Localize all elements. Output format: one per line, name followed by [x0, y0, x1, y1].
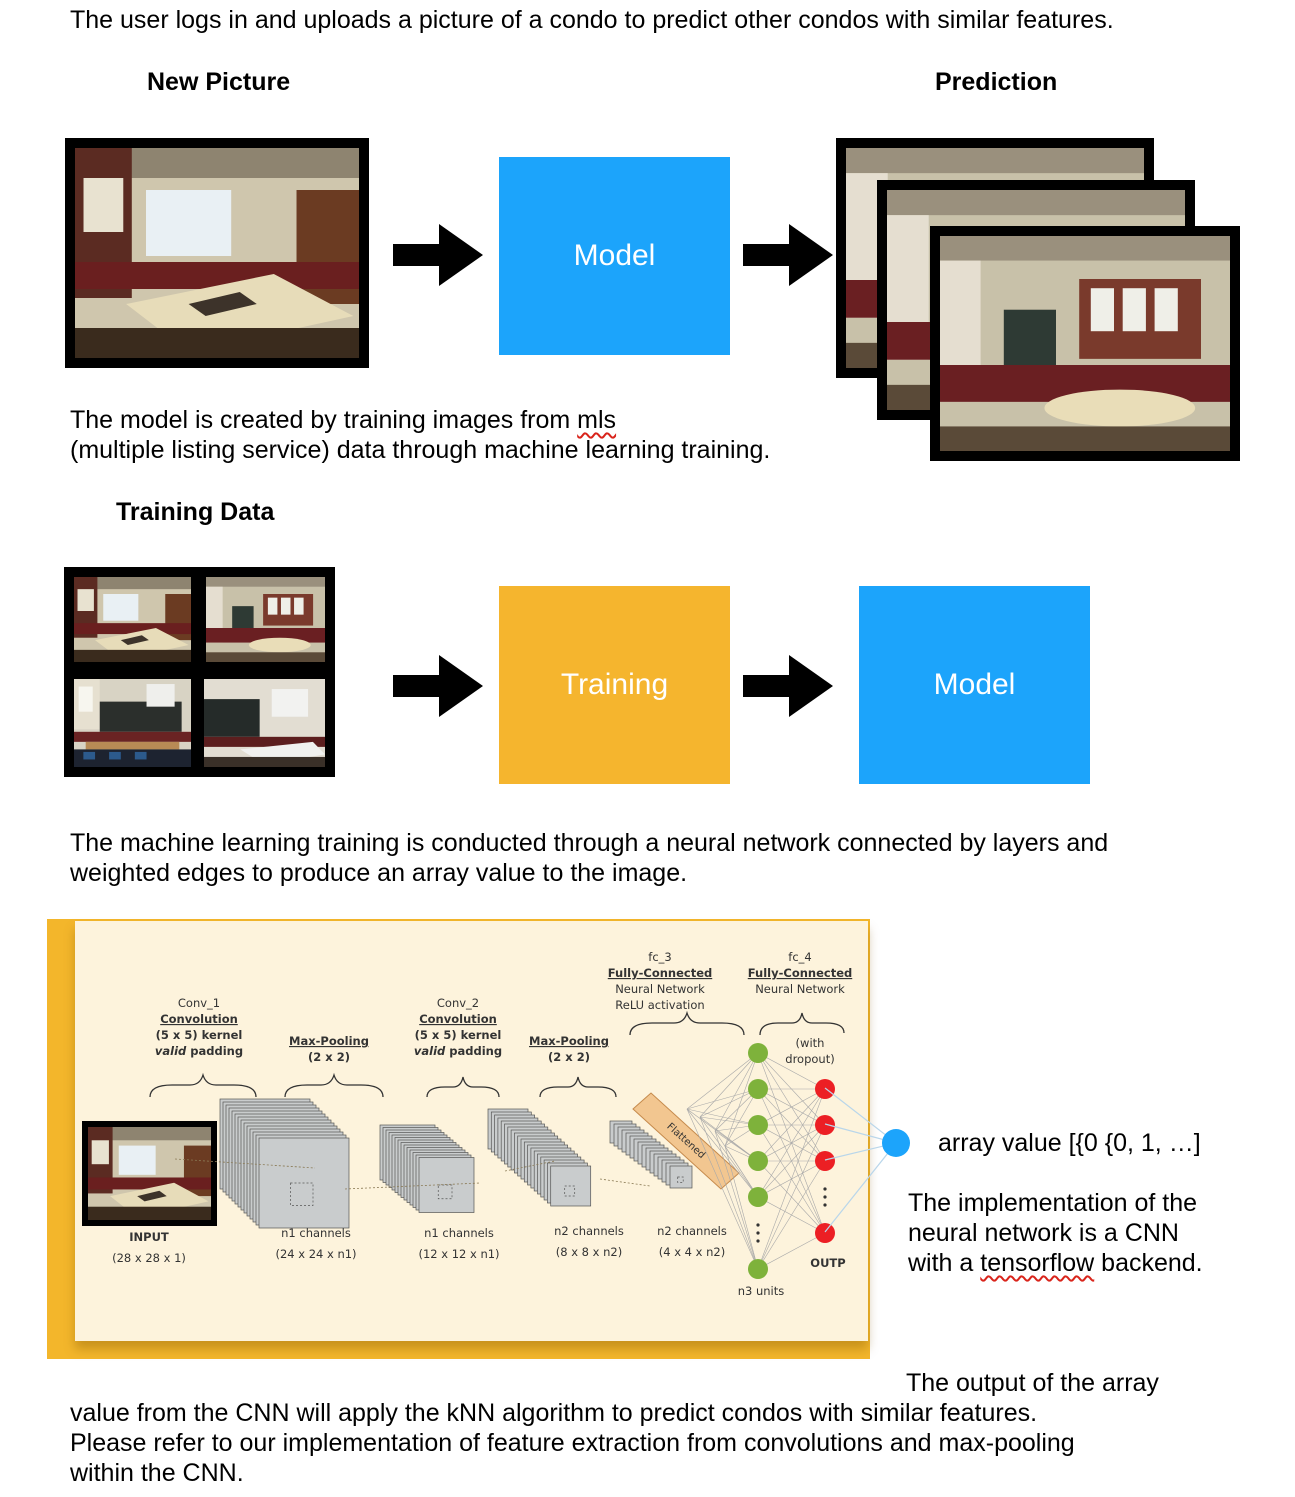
- fc3-sub: Neural Network: [615, 982, 705, 996]
- ellipsis-dot: [756, 1231, 760, 1235]
- ellipsis-dot: [756, 1223, 760, 1227]
- model-box-top: Model: [499, 157, 730, 355]
- fc4-node: [815, 1151, 835, 1171]
- pool1-kind: Max-Pooling: [289, 1034, 369, 1048]
- fc3-node: [748, 1151, 768, 1171]
- model-box-bottom-label: Model: [933, 668, 1016, 701]
- fc3-node: [748, 1259, 768, 1279]
- impl-line3-post: backend.: [1094, 1249, 1203, 1277]
- impl-line3: with a tensorflow backend.: [908, 1248, 1203, 1278]
- array-value-text: array value [{0 {0, 1, …]: [938, 1129, 1201, 1157]
- label-pool1-size: (12 x 12 x n1): [418, 1247, 499, 1261]
- heading-training-data: Training Data: [116, 498, 275, 526]
- fc3-name: fc_3: [648, 950, 671, 964]
- conv2-feature-maps: [487, 1108, 592, 1207]
- fc3-node: [748, 1079, 768, 1099]
- arrow-right-icon: [393, 224, 483, 286]
- training-box-label: Training: [560, 668, 669, 701]
- impl-line2: neural network is a CNN: [908, 1219, 1179, 1247]
- conv1-padding: valid padding: [155, 1044, 243, 1058]
- output-text-line1: The output of the array: [906, 1369, 1159, 1397]
- mls-word: mls: [577, 406, 617, 434]
- fc3-activation: ReLU activation: [615, 998, 704, 1012]
- conv1-feature-maps: [219, 1098, 350, 1229]
- arrow-right-icon: [743, 655, 833, 717]
- cnn-diagram-frame: Flattened Conv_1 Convolution (5 x 5) ker…: [47, 919, 870, 1359]
- model-caption-line1: The model is created by training images …: [70, 405, 616, 435]
- pool2-kind: Max-Pooling: [529, 1034, 609, 1048]
- pool2-feature-maps: [609, 1120, 693, 1189]
- label-pool2-channels: n2 channels: [657, 1224, 727, 1238]
- prediction-image-3: [930, 226, 1240, 461]
- conv2-kind: Convolution: [419, 1012, 497, 1026]
- fc4-dropout-1: (with: [796, 1036, 825, 1050]
- label-units: n3 units: [738, 1284, 785, 1298]
- fc3-brace: [629, 1010, 745, 1036]
- pool2-size: (2 x 2): [548, 1050, 590, 1064]
- training-data-grid: [64, 567, 335, 777]
- fc3-kind: Fully-Connected: [608, 966, 712, 980]
- fc4-node: [815, 1223, 835, 1243]
- new-picture-image: [65, 138, 369, 368]
- conv2-kernel: (5 x 5) kernel: [415, 1028, 502, 1042]
- fc4-node: [815, 1079, 835, 1099]
- ellipsis-dot: [823, 1203, 827, 1207]
- intro-text: The user logs in and uploads a picture o…: [70, 6, 1114, 34]
- conv1-kind: Convolution: [160, 1012, 238, 1026]
- fc3-node: [748, 1115, 768, 1135]
- heading-new-picture: New Picture: [147, 68, 291, 96]
- fc4-dropout-2: dropout): [785, 1052, 834, 1066]
- fc3-node: [748, 1187, 768, 1207]
- conv2-brace: [426, 1076, 500, 1098]
- model-box-top-label: Model: [573, 239, 656, 272]
- model-caption-line2: (multiple listing service) data through …: [70, 436, 771, 464]
- label-conv1-channels: n1 channels: [281, 1226, 351, 1240]
- impl-line3-pre: with a: [908, 1249, 981, 1277]
- stack-connectors: [174, 1158, 651, 1190]
- nn-caption-line2: weighted edges to produce an array value…: [70, 859, 688, 887]
- impl-line1: The implementation of the: [908, 1189, 1198, 1217]
- output-text-line4: within the CNN.: [70, 1459, 244, 1487]
- training-box: Training: [499, 586, 730, 784]
- cnn-diagram: Flattened Conv_1 Convolution (5 x 5) ker…: [82, 950, 852, 1298]
- pool1-brace: [284, 1072, 384, 1098]
- arrow-right-icon: [743, 224, 833, 286]
- fc4-sub: Neural Network: [755, 982, 845, 996]
- cnn-input-image: [82, 1121, 217, 1226]
- fc4-brace: [759, 1012, 845, 1036]
- nn-caption-line1: The machine learning training is conduct…: [70, 829, 1109, 857]
- conv1-kernel: (5 x 5) kernel: [156, 1028, 243, 1042]
- model-box-bottom: Model: [859, 586, 1090, 784]
- fc4-kind: Fully-Connected: [748, 966, 852, 980]
- fc4-name: fc_4: [788, 950, 811, 964]
- fc4-node: [815, 1115, 835, 1135]
- tensorflow-word: tensorflow: [980, 1249, 1095, 1277]
- ellipsis-dot: [823, 1187, 827, 1191]
- label-pool1-channels: n1 channels: [424, 1226, 494, 1240]
- label-pool2-size: (4 x 4 x n2): [659, 1245, 725, 1259]
- label-conv1-size: (24 x 24 x n1): [275, 1247, 356, 1261]
- conv1-brace: [149, 1072, 257, 1098]
- ellipsis-dot: [823, 1195, 827, 1199]
- ellipsis-dot: [756, 1239, 760, 1243]
- label-input: INPUT: [129, 1230, 169, 1244]
- arrow-right-icon: [393, 655, 483, 717]
- output-text-line2: value from the CNN will apply the kNN al…: [70, 1399, 1038, 1427]
- label-conv2-channels: n2 channels: [554, 1224, 624, 1238]
- fc3-node: [748, 1043, 768, 1063]
- label-conv2-size: (8 x 8 x n2): [556, 1245, 622, 1259]
- label-output: OUTP: [810, 1256, 845, 1270]
- heading-prediction: Prediction: [935, 68, 1058, 96]
- pool1-feature-maps: [379, 1124, 475, 1213]
- conv1-name: Conv_1: [178, 996, 220, 1010]
- model-caption-text: The model is created by training images …: [70, 406, 578, 434]
- output-node: [882, 1129, 910, 1157]
- output-connections: [824, 1087, 910, 1233]
- conv2-padding: valid padding: [414, 1044, 502, 1058]
- label-input-size: (28 x 28 x 1): [112, 1251, 186, 1265]
- pool1-size: (2 x 2): [308, 1050, 350, 1064]
- conv2-name: Conv_2: [437, 996, 479, 1010]
- output-text-line3: Please refer to our implementation of fe…: [70, 1429, 1075, 1457]
- pool2-brace: [539, 1076, 617, 1098]
